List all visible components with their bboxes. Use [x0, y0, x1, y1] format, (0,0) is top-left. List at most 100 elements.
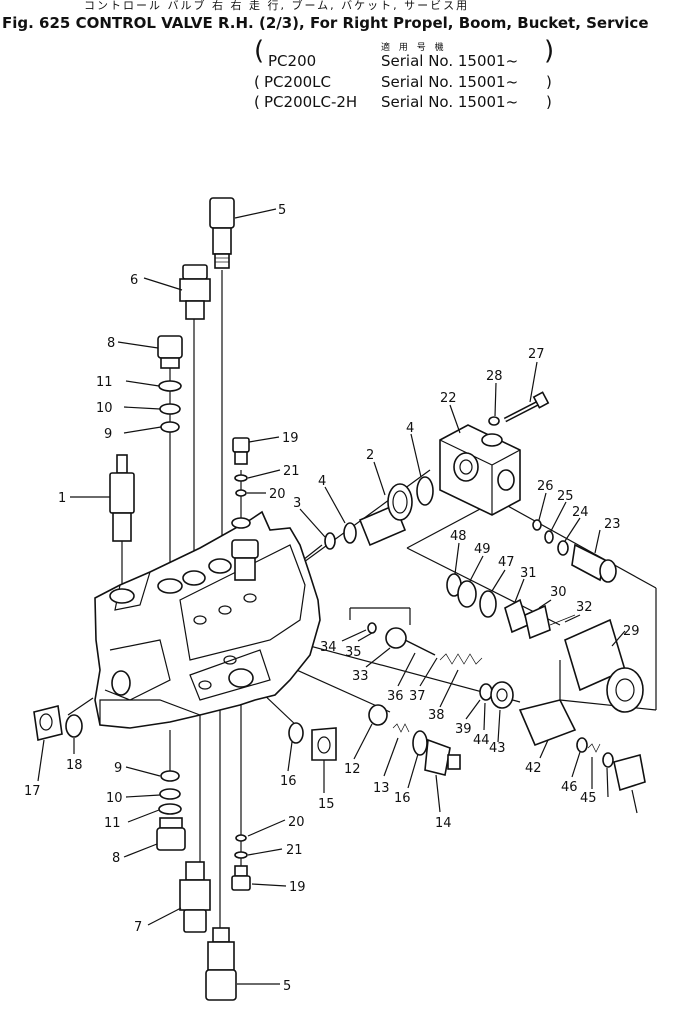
callout-48: 48	[450, 529, 467, 544]
callout-23: 23	[604, 517, 621, 532]
callout-5-top: 5	[278, 203, 286, 218]
callout-40: 42	[525, 761, 542, 776]
plug-8-top	[157, 335, 183, 369]
callout-17: 17	[24, 784, 41, 799]
leader-lines	[37, 208, 638, 985]
figure-title: Fig. 625 CONTROL VALVE R.H. (2/3), For R…	[2, 14, 649, 32]
callout-3: 3	[293, 496, 301, 511]
plug-19-top	[232, 437, 250, 497]
paren-left-3: (	[254, 93, 260, 111]
plug-15-group	[288, 722, 337, 761]
callout-29: 29	[623, 624, 640, 639]
callout-9-top: 9	[104, 427, 112, 442]
relief-valve-7	[179, 861, 211, 933]
callout-11-bottom: 11	[104, 816, 121, 831]
o-rings-bottom	[158, 770, 182, 815]
callout-labels: 5 6 8 11 10 9 1 19 21 20 3 4 2 4 22 28 2…	[24, 203, 640, 994]
callout-14: 14	[435, 816, 452, 831]
callout-7: 7	[134, 920, 142, 935]
spool-group-33-35	[367, 622, 407, 649]
plug-on-body	[231, 539, 259, 581]
callout-28: 28	[486, 369, 503, 384]
spool-group-40-46	[518, 699, 646, 792]
paren-left: (	[254, 36, 265, 66]
paren-left-2: (	[254, 73, 260, 91]
callout-36: 36	[387, 689, 404, 704]
callout-16-left: 16	[280, 774, 297, 789]
o-rings-48-49-47	[446, 573, 497, 618]
spring-group-36-38	[404, 639, 483, 665]
callout-39: 39	[455, 722, 472, 737]
callout-10-top: 10	[96, 401, 113, 416]
callout-49: 49	[474, 542, 491, 557]
model-pc200lc-2h: PC200LC-2H	[264, 93, 358, 111]
callout-21-bottom: 21	[286, 843, 303, 858]
spool-group-31-30-29	[504, 598, 644, 713]
callout-18: 18	[66, 758, 83, 773]
callout-26: 26	[537, 479, 554, 494]
callout-20-bottom: 20	[288, 815, 305, 830]
callout-35: 35	[345, 645, 362, 660]
callout-41: 43	[489, 741, 506, 756]
relief-valve-6	[179, 264, 211, 320]
callout-2: 2	[366, 448, 374, 463]
callout-6: 6	[130, 273, 138, 288]
plug-19-bottom	[231, 834, 251, 891]
plug-8-bottom	[156, 817, 186, 851]
paren-right-3: )	[546, 93, 552, 111]
o-ring-3	[324, 532, 336, 550]
serial-pc200lc-2h: Serial No. 15001~	[381, 93, 519, 111]
callout-24: 24	[572, 505, 589, 520]
exploded-parts-diagram: 5 6 8 11 10 9 1 19 21 20 3 4 2 4 22 28 2…	[24, 197, 657, 1001]
callout-37: 37	[409, 689, 426, 704]
callout-30: 30	[550, 585, 567, 600]
o-rings-top	[158, 380, 182, 433]
callout-4-right: 4	[406, 421, 414, 436]
callout-16-right: 16	[394, 791, 411, 806]
paren-right-2: )	[546, 73, 552, 91]
callout-31: 31	[520, 566, 537, 581]
relief-valve-top	[209, 197, 235, 269]
washer-28	[488, 416, 500, 426]
callout-19-top: 19	[282, 431, 299, 446]
o-ring-4a	[343, 522, 357, 544]
callout-21-top: 21	[283, 464, 300, 479]
callout-42: 44	[473, 733, 490, 748]
callout-20-top: 20	[269, 487, 286, 502]
relief-valve-bottom	[205, 927, 237, 1001]
spool-cap-2	[358, 483, 413, 547]
callout-4-left: 4	[318, 474, 326, 489]
callout-5-bottom: 5	[283, 979, 291, 994]
model-pc200: PC200	[268, 52, 317, 70]
callout-8-bottom: 8	[112, 851, 120, 866]
callout-8-top: 8	[107, 336, 115, 351]
callout-43: 45	[580, 791, 597, 806]
callout-25: 25	[557, 489, 574, 504]
callout-38: 38	[428, 708, 445, 723]
callout-34: 34	[320, 640, 337, 655]
valve-body	[94, 510, 321, 729]
callout-19-bottom: 19	[289, 880, 306, 895]
spool-group-41-42	[479, 681, 514, 709]
serial-pc200lc: Serial No. 15001~	[381, 73, 519, 91]
japanese-caption: コントロール バルブ 右 右 走 行, ブーム, バケット, サービス用	[84, 0, 470, 12]
callout-44: 46	[561, 780, 578, 795]
callout-12: 12	[344, 762, 361, 777]
plug-23-group	[532, 519, 617, 583]
callout-15: 15	[318, 797, 335, 812]
callout-33: 33	[352, 669, 369, 684]
bolt-27	[503, 391, 550, 423]
block-22	[439, 424, 521, 516]
o-ring-4b	[416, 476, 434, 506]
callout-47: 47	[498, 555, 515, 570]
callout-10-bottom: 10	[106, 791, 123, 806]
plug-17-group	[33, 705, 83, 741]
figure-header: コントロール バルブ 右 右 走 行, ブーム, バケット, サービス用 Fig…	[0, 0, 674, 112]
callout-9-bottom: 9	[114, 761, 122, 776]
spool-group-12-14	[368, 704, 461, 776]
callout-32: 32	[576, 600, 593, 615]
callout-22: 22	[440, 391, 457, 406]
valve-1	[109, 454, 135, 542]
serial-pc200: Serial No. 15001~	[381, 52, 519, 70]
model-pc200lc: PC200LC	[264, 73, 331, 91]
